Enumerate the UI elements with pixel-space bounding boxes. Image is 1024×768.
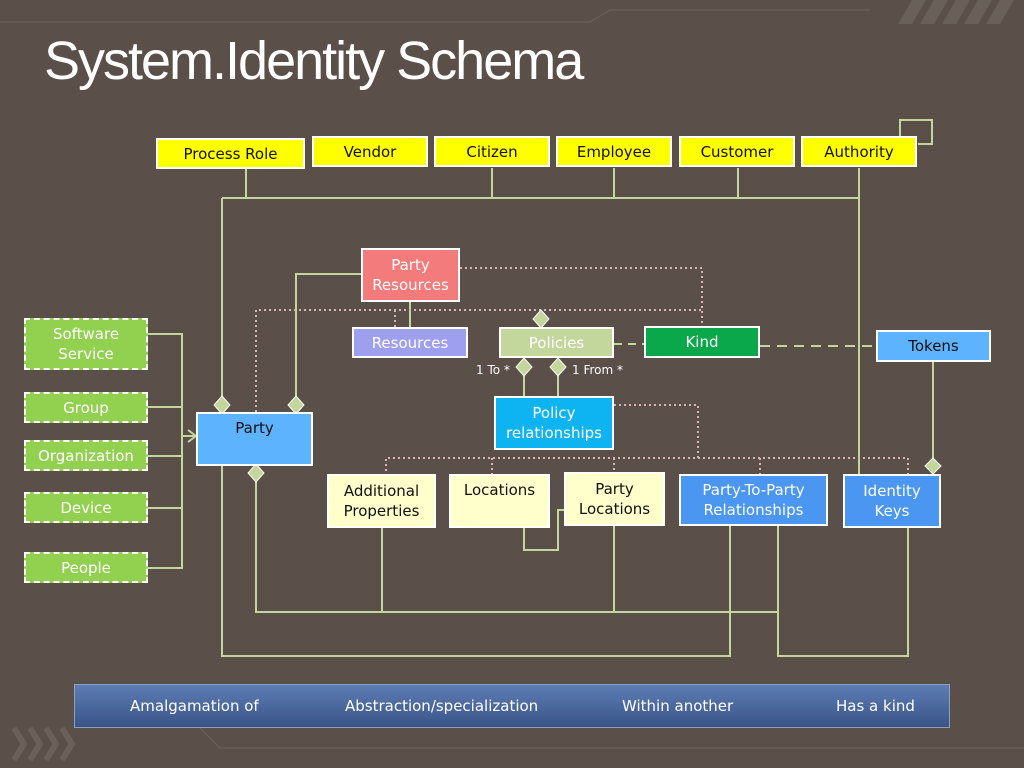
legend-amalgamation-label: Amalgamation of — [130, 697, 259, 715]
party-locations-box: Party Locations — [564, 472, 665, 526]
decorative-frame — [0, 9, 1024, 749]
role-label: Process Role — [183, 144, 278, 163]
legend-within-label: Within another — [622, 697, 734, 715]
role-process-role: Process Role — [156, 138, 305, 169]
side-item-people: People — [24, 552, 148, 583]
party-box: Party — [196, 412, 313, 466]
multiplicity-to-label: 1 To * — [476, 363, 510, 377]
policy-relationships-box: Policy relationships — [494, 396, 614, 450]
party-resources-box: Party Resources — [361, 248, 460, 302]
resources-box: Resources — [352, 327, 468, 358]
role-label: Customer — [700, 142, 774, 161]
decorative-stripes — [898, 0, 1014, 24]
side-item-label: Group — [63, 398, 109, 417]
legend-band — [74, 684, 950, 728]
side-item-label: Software Service — [52, 325, 120, 363]
role-customer: Customer — [679, 136, 795, 167]
page-title: System.Identity Schema — [44, 31, 584, 91]
kind-box: Kind — [644, 326, 760, 358]
legend-kind-label: Has a kind — [836, 697, 915, 715]
side-item-label: People — [61, 558, 111, 577]
solid-connectors — [148, 119, 934, 657]
side-item-software-service: Software Service — [24, 318, 148, 370]
side-item-label: Device — [60, 498, 112, 517]
tokens-box: Tokens — [876, 330, 991, 362]
amalgamation-diamonds — [213, 309, 942, 483]
role-citizen: Citizen — [434, 136, 550, 167]
side-item-device: Device — [24, 492, 148, 523]
role-authority: Authority — [801, 136, 917, 167]
side-item-group: Group — [24, 392, 148, 423]
role-vendor: Vendor — [312, 136, 428, 167]
policies-box: Policies — [499, 327, 614, 358]
side-item-label: Organization — [38, 446, 134, 465]
role-label: Vendor — [343, 142, 397, 161]
multiplicity-from-label: 1 From * — [572, 363, 623, 377]
identity-keys-box: Identity Keys — [843, 474, 941, 528]
additional-properties-box: Additional Properties — [327, 474, 436, 528]
role-label: Employee — [576, 142, 652, 161]
role-label: Citizen — [466, 142, 518, 161]
locations-box: Locations — [449, 474, 550, 528]
side-item-organization: Organization — [24, 440, 148, 471]
role-label: Authority — [824, 142, 894, 161]
legend-abstraction-label: Abstraction/specialization — [345, 697, 539, 715]
party-to-party-box: Party-To-Party Relationships — [679, 474, 828, 526]
decorative-chevrons — [11, 726, 76, 762]
role-employee: Employee — [556, 136, 672, 167]
